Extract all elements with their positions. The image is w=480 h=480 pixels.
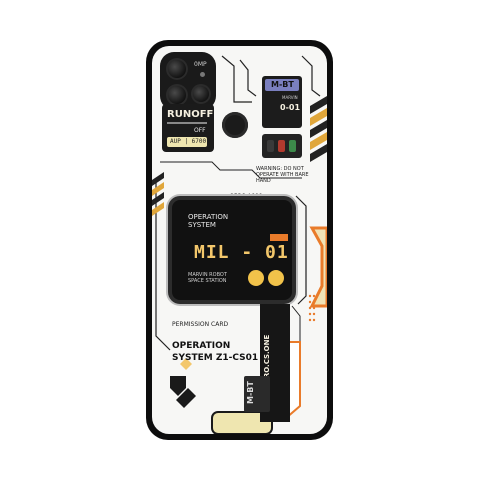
hazard-stripes-left: [152, 172, 164, 216]
screen-title: OPERATION SYSTEM: [188, 213, 229, 229]
permission-label: PERMISSION CARD: [172, 321, 229, 328]
camera-lens-icon: [191, 84, 211, 104]
camera-lens-icon: [166, 84, 188, 106]
smiley-sad-icon: [268, 270, 284, 286]
smiley-happy-icon: [248, 270, 264, 286]
main-screen: OPERATION SYSTEM MIL - 01 MARVIN ROBOT S…: [172, 200, 292, 300]
chip-sub: MARVIN: [282, 95, 298, 100]
case-back-artwork: 0MP RUNOFF OFF AUP | 6700: [152, 46, 327, 434]
camera-lens-icon: [166, 58, 188, 80]
os-line-2: SYSTEM Z1-CS01: [172, 353, 259, 363]
led-indicator: [289, 140, 296, 152]
mbt-chip: M-BT MARVIN 0-01: [262, 76, 302, 128]
circuit-trace: [291, 305, 301, 346]
orange-hex-frame: [309, 226, 327, 308]
fingerprint-sensor: [222, 112, 248, 138]
warning-text: WARNING: DO NOT OPERATE WITH BARE HAND: [256, 166, 309, 184]
circuit-trace: [221, 55, 252, 103]
serial-number: 8536-A011: [230, 193, 263, 200]
circuit-trace: [301, 55, 321, 97]
bottom-mbt-chip: M-BT: [244, 376, 270, 412]
runoff-code: AUP | 6700: [170, 138, 207, 145]
circuit-trace: [295, 195, 307, 305]
runoff-divider: [167, 122, 207, 124]
runoff-label: RUNOFF: [167, 109, 214, 120]
runoff-status: OFF: [194, 127, 206, 134]
circuit-trace: [155, 178, 171, 351]
dot-column: [308, 294, 316, 322]
os-line-1: OPERATION: [172, 341, 231, 351]
screen-accent-bar: [270, 234, 288, 241]
led-indicator: [278, 140, 285, 152]
bottom-mbt-label: M-BT: [246, 381, 255, 404]
chip-code: 0-01: [280, 103, 301, 112]
bottom-pale-panel: [211, 411, 273, 434]
screen-main-text: MIL - 01: [194, 242, 289, 263]
led-panel: [262, 134, 302, 158]
flash-icon: [200, 72, 205, 77]
runoff-panel: RUNOFF OFF AUP | 6700: [162, 104, 214, 152]
led-indicator: [267, 140, 274, 152]
arrow-graphic: [170, 358, 196, 408]
camera-island: 0MP: [160, 52, 216, 110]
hazard-stripes-right-top: [310, 96, 327, 162]
circuit-trace: [160, 161, 302, 179]
circuit-trace: [239, 59, 257, 97]
runoff-code-box: AUP | 6700: [167, 137, 207, 147]
camera-label: 0MP: [194, 61, 207, 68]
mbt-label: M-BT: [271, 80, 294, 89]
screen-sub: MARVIN ROBOT SPACE STATION: [188, 272, 227, 284]
mbt-chip-header: M-BT: [265, 79, 299, 91]
